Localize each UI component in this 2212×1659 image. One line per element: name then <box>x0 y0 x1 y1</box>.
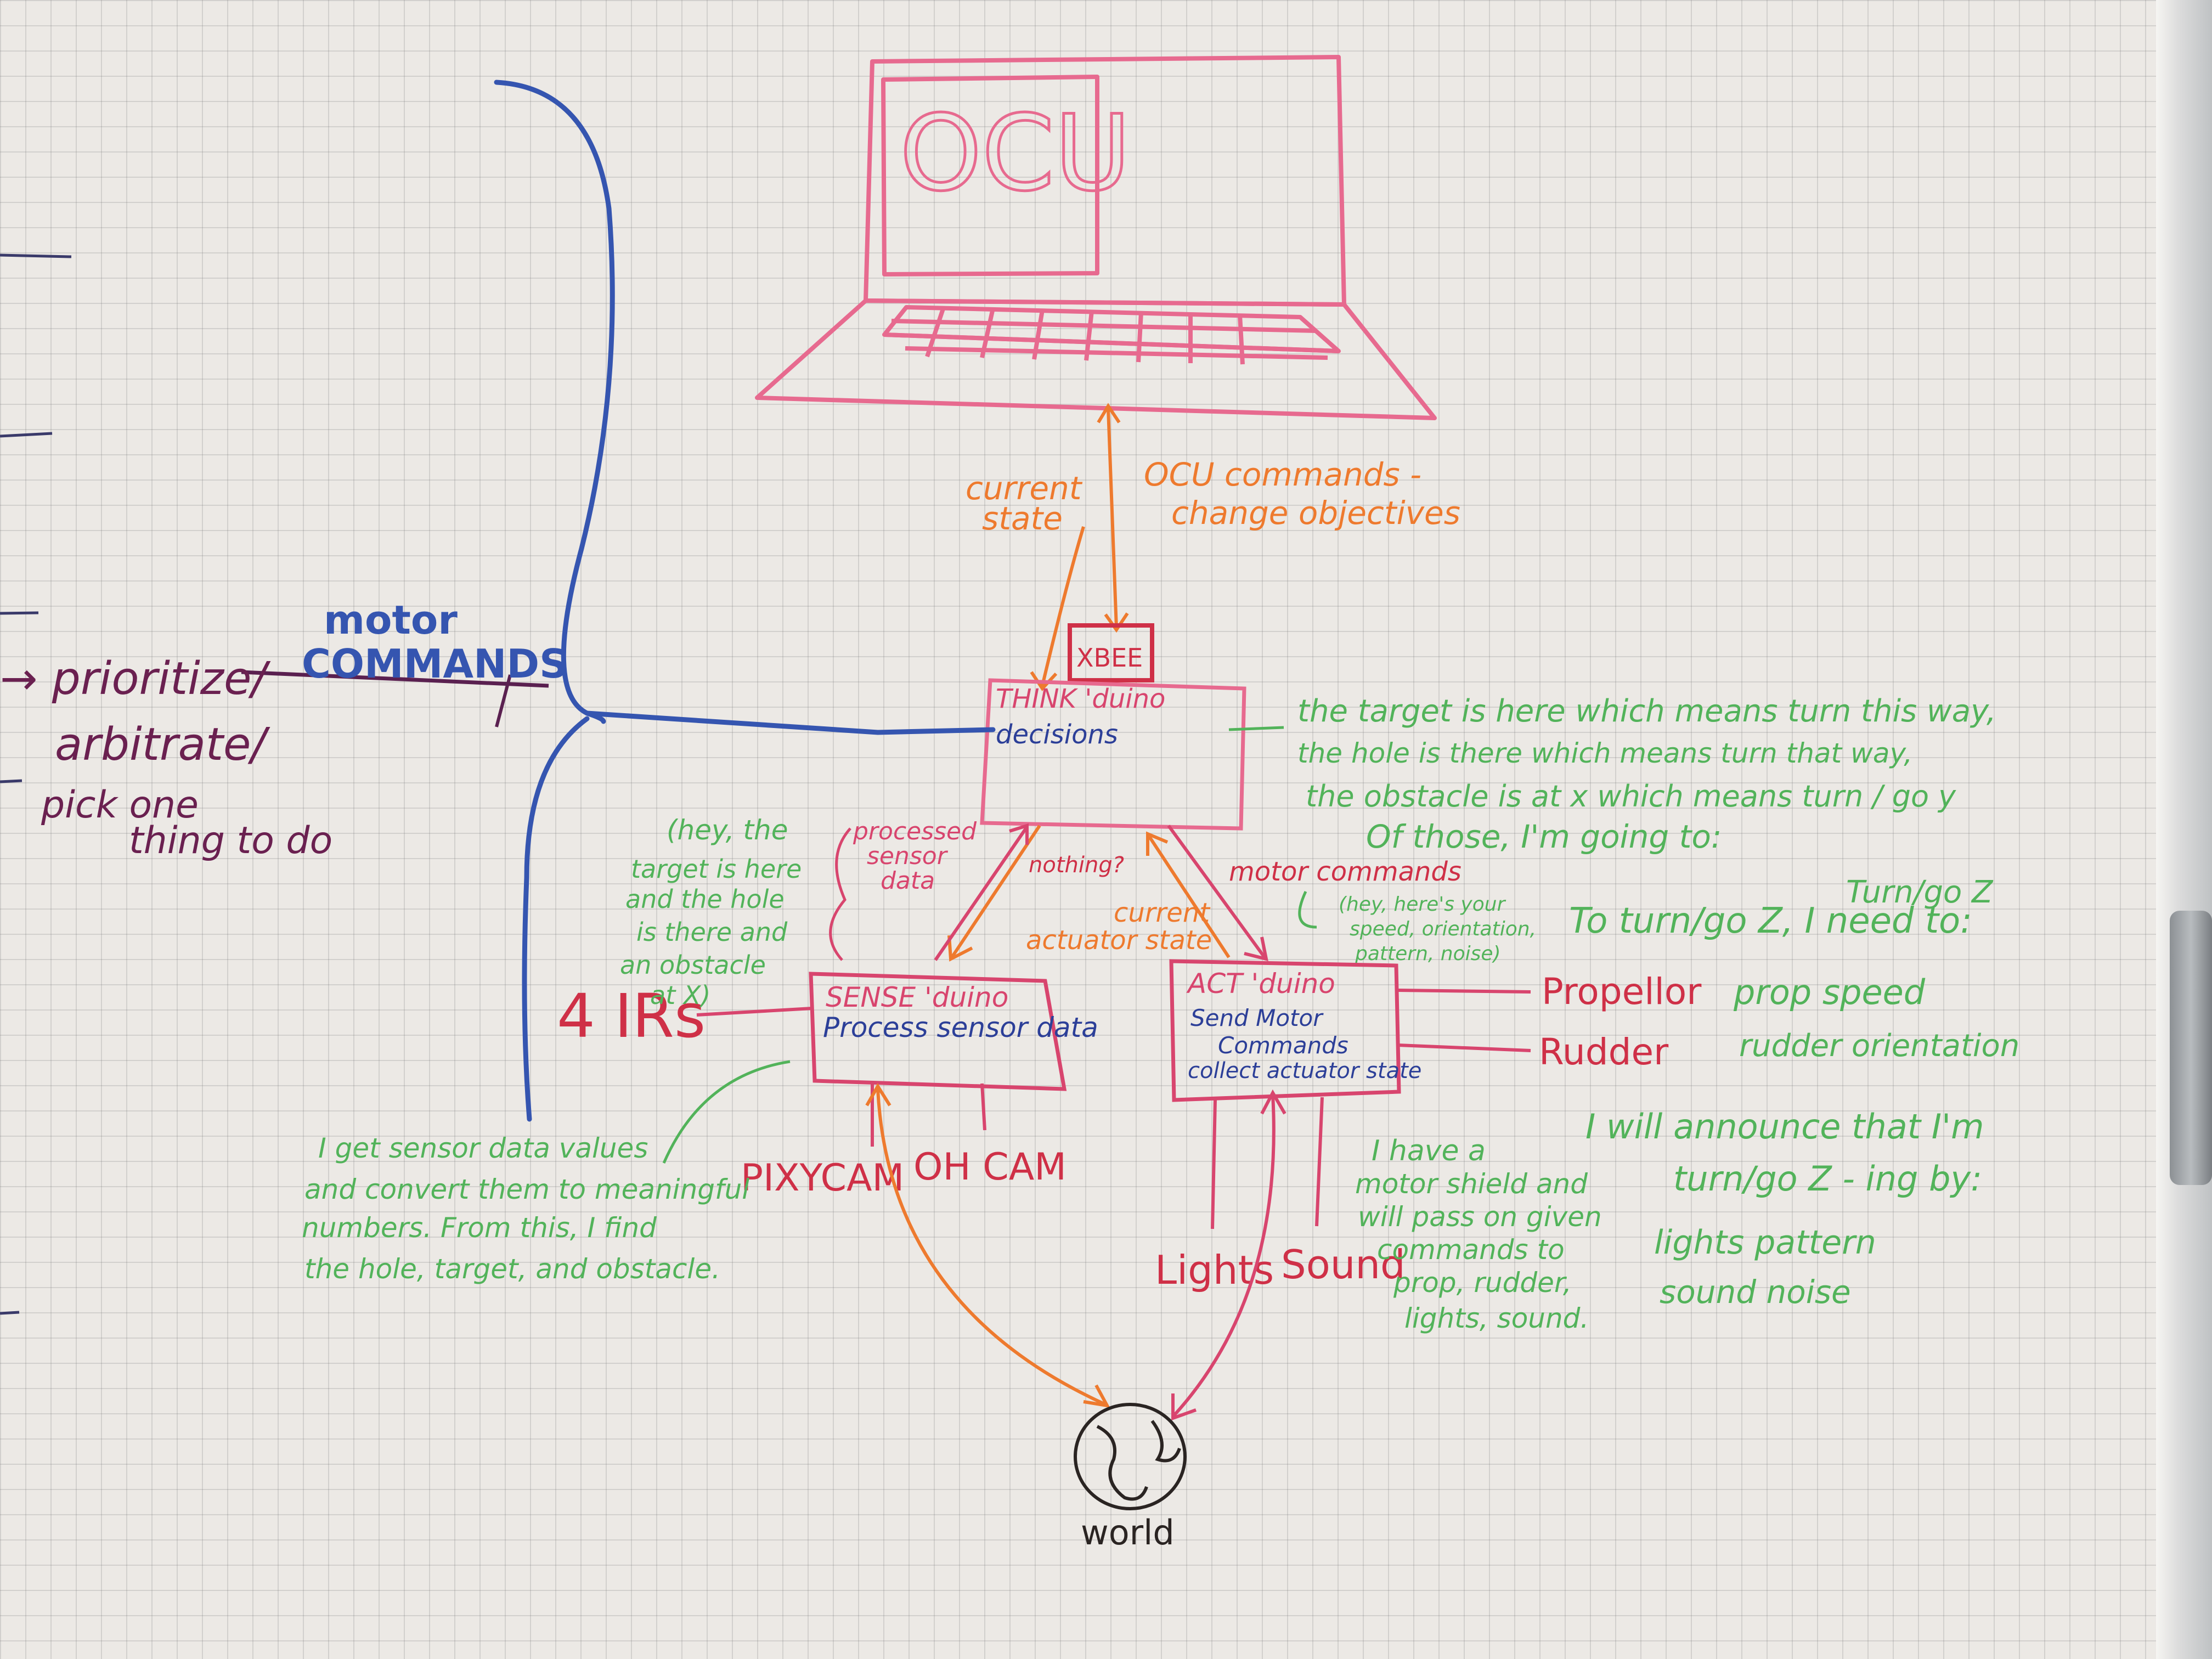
thing-to-do-label: thing to do <box>129 819 332 862</box>
hey-note-5: an obstacle <box>620 950 766 980</box>
arbitrate-label: arbitrate/ <box>55 719 270 771</box>
pick-one-label: pick one <box>41 783 199 827</box>
hey-note-4: is there and <box>636 917 788 947</box>
whiteboard-clip <box>2170 911 2212 1185</box>
arbitration-line <box>241 670 549 688</box>
act-note-5: prop, rudder, <box>1393 1267 1572 1299</box>
world-label: world <box>1081 1513 1175 1553</box>
think-note-1: the target is here which means turn this… <box>1297 693 1996 729</box>
arbitration-tick <box>495 674 512 727</box>
world-arrows <box>865 1083 1286 1421</box>
motor-commands-label: motor commands <box>1229 856 1462 887</box>
sense-title: SENSE 'duino <box>826 981 1008 1013</box>
think-note-3: the obstacle is at x which means turn / … <box>1306 779 1956 814</box>
think-sense-act-arrows <box>934 823 1268 962</box>
act-title: ACT 'duino <box>1186 968 1335 1000</box>
whiteboard-frame <box>2156 0 2212 1659</box>
act-note-3: will pass on given <box>1358 1201 1602 1233</box>
propellor-label: Propellor <box>1542 970 1702 1013</box>
hey-note-3: and the hole <box>625 884 785 914</box>
announce-note-1: I will announce that I'm <box>1585 1107 1984 1147</box>
ocu-commands-label-1: OCU commands - <box>1144 456 1421 493</box>
prop-speed-note: prop speed <box>1733 972 1926 1012</box>
world-globe <box>1074 1403 1187 1510</box>
act-note-6: lights, sound. <box>1404 1302 1589 1334</box>
sense-note-3: numbers. From this, I find <box>302 1212 657 1244</box>
processed-label-1: processed <box>853 817 977 845</box>
speed-note-3: pattern, noise) <box>1355 943 1501 965</box>
think-note-5: Turn/go Z <box>1846 874 1994 910</box>
current-actuator-label-1: current <box>1114 898 1211 928</box>
act-collect: collect actuator state <box>1188 1058 1421 1084</box>
act-box <box>1169 959 1401 1102</box>
rudder-label: Rudder <box>1539 1031 1669 1073</box>
act-send-1: Send Motor <box>1190 1005 1324 1031</box>
act-note-1: I have a <box>1372 1135 1486 1167</box>
processed-label-2: sensor <box>867 842 949 870</box>
hey-note-6: at X) <box>650 980 710 1010</box>
nothing-label: nothing? <box>1029 853 1124 878</box>
rudder-orientation-note: rudder orientation <box>1739 1028 2019 1064</box>
think-notes-pointer <box>1228 726 1284 731</box>
think-title: THINK 'duino <box>996 684 1165 714</box>
ocu-commands-label-2: change objectives <box>1171 494 1460 532</box>
speed-note-2: speed, orientation, <box>1350 918 1536 940</box>
motor-label: motor <box>324 597 458 643</box>
act-send-2: Commands <box>1218 1032 1348 1059</box>
hey-note-1: (hey, the <box>667 814 788 846</box>
xbee-label: XBEE <box>1076 643 1143 673</box>
current-state-label-2: state <box>982 500 1063 537</box>
act-outputs <box>1211 989 1531 1229</box>
think-note-2: the hole is there which means turn that … <box>1297 737 1912 769</box>
whiteboard <box>0 0 2156 1659</box>
sound-label: Sound <box>1281 1242 1406 1288</box>
announce-note-2: turn/go Z - ing by: <box>1673 1159 1982 1199</box>
commands-label: COMMANDS <box>302 641 568 687</box>
think-note-4: Of those, I'm going to: <box>1366 818 1722 855</box>
processed-label-3: data <box>881 867 935 895</box>
act-note-2: motor shield and <box>1355 1168 1588 1200</box>
lights-pattern-note: lights pattern <box>1654 1223 1876 1262</box>
four-irs-label: 4 IRs <box>557 981 706 1051</box>
pixycam-label: PIXYCAM <box>741 1156 904 1200</box>
sense-inputs <box>696 1007 986 1147</box>
sound-noise-note: sound noise <box>1660 1273 1851 1311</box>
ohcam-label: OH CAM <box>913 1146 1066 1189</box>
speed-note-bracket <box>1298 890 1317 929</box>
left-edge-marks <box>0 253 72 1315</box>
prioritize-label: → prioritize/ <box>0 653 270 705</box>
act-note-4: commands to <box>1377 1234 1565 1266</box>
sense-note-2: and convert them to meaningful <box>304 1173 749 1205</box>
to-turn-note: To turn/go Z, I need to: <box>1569 901 1972 941</box>
sense-box <box>809 972 1067 1091</box>
ocu-link-arrows <box>1030 403 1129 691</box>
think-decisions: decisions <box>996 719 1118 750</box>
sense-note-1: I get sensor data values <box>318 1132 648 1164</box>
think-box <box>980 678 1246 831</box>
xbee-box <box>1068 623 1154 682</box>
motor-commands-tree <box>494 80 996 1122</box>
sense-process: Process sensor data <box>823 1012 1098 1043</box>
laptop-drawing <box>755 55 1437 420</box>
current-actuator-label-2: actuator state <box>1026 925 1212 956</box>
speed-note-1: (hey, here's your <box>1339 893 1506 916</box>
sense-note-4: the hole, target, and obstacle. <box>304 1253 720 1285</box>
sense-note-pointer <box>662 1060 791 1164</box>
ocu-label: OCU <box>900 93 1131 214</box>
hey-note-2: target is here <box>631 854 802 884</box>
current-state-label-1: current <box>966 470 1083 507</box>
processed-data-brace <box>829 827 851 961</box>
